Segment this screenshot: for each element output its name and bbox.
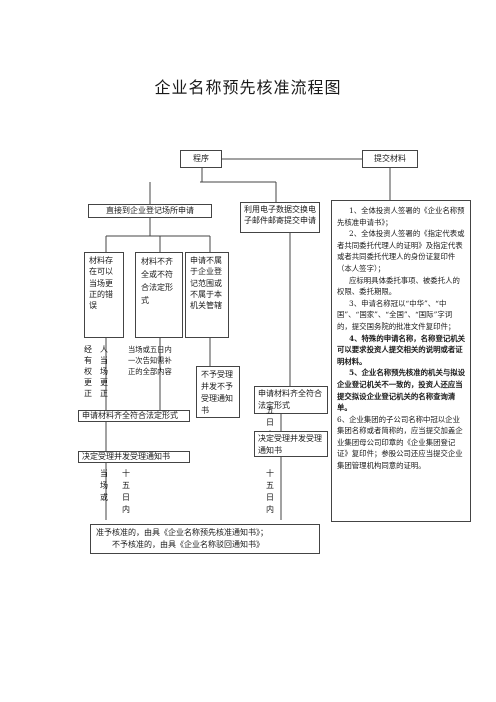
correctable-error-label: 材料存在可以当场更正的错误 xyxy=(89,256,113,311)
correctable-error-box: 材料存在可以当场更正的错误 xyxy=(84,252,124,338)
onsite-application-label: 直接到企业登记场所申请 xyxy=(106,206,194,215)
not-accepted-label: 不予受理并发不予受理通知书 xyxy=(201,370,233,415)
requirement-item: 6、企业集团的子公司名称中冠以企业集团名称或者简称的，应当提交加盖企业集团母公司… xyxy=(337,414,463,471)
onsite-application-box: 直接到企业登记场所申请 xyxy=(88,204,212,218)
electronic-application-box: 利用电子数据交换电子邮件邮寄提交申请 xyxy=(240,202,320,233)
authorized-correction-note: 经 有 权 更 正 xyxy=(84,345,92,398)
electronic-application-label: 利用电子数据交换电子邮件邮寄提交申请 xyxy=(244,205,316,225)
incomplete-materials-box: 材料不齐全或不符合法定形式 xyxy=(135,252,183,338)
complete-materials-electronic-box: 申请材料齐全符合法定形式 xyxy=(254,386,328,414)
procedure-label: 程序 xyxy=(193,154,209,163)
accept-notice-onsite-box: 决定受理并发受理通知书 xyxy=(78,451,190,463)
fifteen-days-note-right: 十 五 日 内 xyxy=(266,469,274,514)
requirement-item: 3、申请名称冠以“中华”、“中国”、“国家”、“全国”、“国际”字词的，提交国务… xyxy=(337,298,456,331)
onsite-correction-note: 人 当 场 更 正 xyxy=(100,345,108,398)
approval-line: 准予核准的，由具《企业名称预先核准通知书》； xyxy=(96,528,268,537)
materials-header: 提交材料 xyxy=(362,150,418,168)
complete-electronic-label: 申请材料齐全符合法定形式 xyxy=(258,389,322,410)
incomplete-materials-label: 材料不齐全或不符合法定形式 xyxy=(141,257,173,305)
complete-onsite-label: 申请材料齐全符合法定形式 xyxy=(82,411,178,420)
out-of-scope-box: 申请不属于企业登记范围或不属于本机关管辖 xyxy=(185,252,229,338)
not-accepted-box: 不予受理并发不予受理通知书 xyxy=(196,366,240,418)
procedure-header: 程序 xyxy=(180,150,222,168)
approval-result-box: 准予核准的，由具《企业名称预先核准通知书》； 不予核准的，由具《企业名称驳回通知… xyxy=(90,524,320,554)
accept-onsite-label: 决定受理并发受理通知书 xyxy=(82,452,170,461)
materials-label: 提交材料 xyxy=(374,154,406,163)
complete-materials-onsite-box: 申请材料齐全符合法定形式 xyxy=(78,410,190,422)
fifteen-days-note-left: 十 五 日 内 xyxy=(122,469,130,514)
requirements-box: 1、全体投资人签署的《企业名称预先核准申请书》； 2、全体投资人签署的《指定代表… xyxy=(331,200,471,522)
accept-notice-electronic-box: 决定受理并发受理通知书 xyxy=(254,431,328,457)
accept-electronic-label: 决定受理并发受理通知书 xyxy=(258,434,322,455)
supplement-notice-note: 当场或五日内 一次告知需补 正的全部内容 xyxy=(128,345,172,376)
requirement-item: 应标明具体委托事项、被委托人的权限、委托期限。 xyxy=(337,275,460,297)
requirement-item: 5、企业名称预先核准的机关与拟设企业登记机关不一致的，投资人还应当提交拟设企业登… xyxy=(337,368,466,413)
page-title: 企业名称预先核准流程图 xyxy=(154,78,342,97)
out-of-scope-label: 申请不属于企业登记范围或不属于本机关管辖 xyxy=(190,256,222,311)
requirement-item: 1、全体投资人签署的《企业名称预先核准申请书》； xyxy=(337,206,465,227)
requirement-item: 4、特殊的申请名称，名称登记机关可以要求投资人提交相关的说明或者证明材料。 xyxy=(337,333,466,366)
rejection-line: 不予核准的，由具《企业名称驳回通知书》 xyxy=(112,540,264,549)
requirement-item: 2、全体投资人签署的《指定代表或者共同委托代理人的证明》及指定代表或者共同委托代… xyxy=(337,229,465,273)
onsite-or-note: 当 场 或 xyxy=(100,469,108,502)
